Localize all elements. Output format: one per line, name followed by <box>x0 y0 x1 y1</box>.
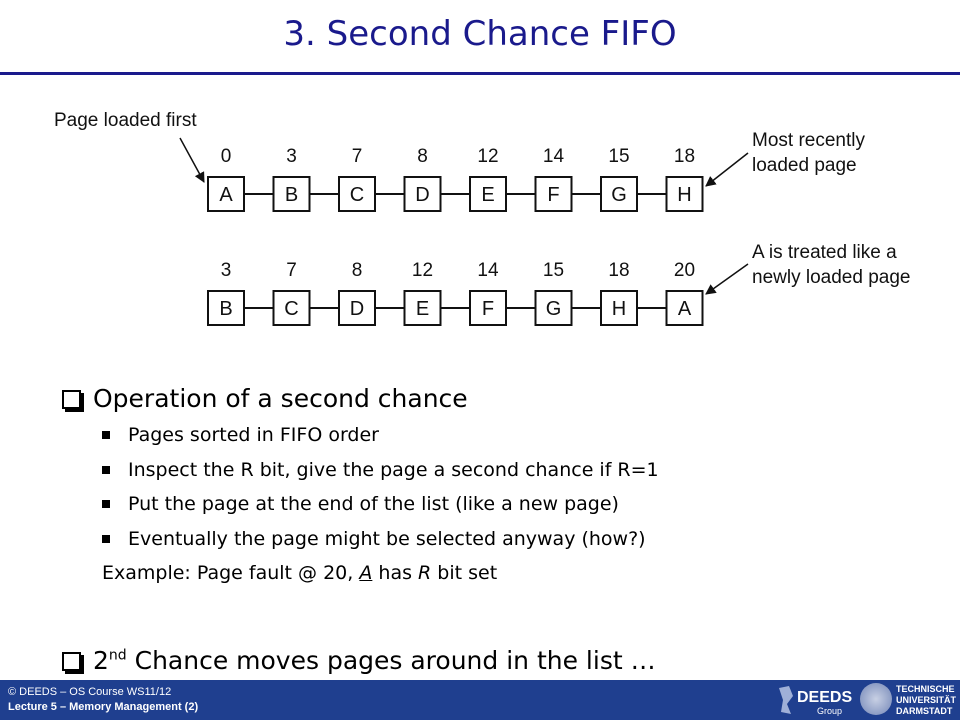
square-bullet-icon <box>102 465 110 474</box>
row1-load-time: 14 <box>543 146 565 167</box>
row2-load-time: 7 <box>286 260 297 281</box>
sub-bullet-3: Put the page at the end of the list (lik… <box>62 487 942 522</box>
label-page-loaded-first: Page loaded first <box>54 110 197 131</box>
row2-page-box <box>665 290 704 326</box>
row1-page-label: D <box>415 184 429 206</box>
row2-page-label: F <box>482 298 494 320</box>
tu-darmstadt-logo: TECHNISCHE UNIVERSITÄT DARMSTADT <box>896 684 957 716</box>
row1-load-time: 12 <box>477 146 498 167</box>
row2-load-time: 15 <box>543 260 564 281</box>
row1-page-label: B <box>285 184 298 206</box>
bullet-main-2-text: 2nd Chance moves pages around in the lis… <box>93 645 656 675</box>
row1-page-label: H <box>677 184 691 206</box>
row2-page-label: B <box>219 298 232 320</box>
row2-load-time: 18 <box>608 260 629 281</box>
fifo-row-before: 0A 3B 7C 8D 12E 14F 15G 18H <box>207 146 704 212</box>
row2-load-time: 14 <box>477 260 499 281</box>
checkbox-bullet-icon <box>62 651 81 671</box>
row2-load-time: 12 <box>412 260 433 281</box>
row1-load-time: 3 <box>286 146 297 167</box>
row1-load-time: 18 <box>674 146 695 167</box>
arrow-treated <box>705 263 749 295</box>
bullet-list: Operation of a second chance Pages sorte… <box>62 378 942 590</box>
row1-page-box <box>665 176 704 212</box>
square-bullet-icon <box>102 431 110 440</box>
footer-course: © DEEDS – OS Course WS11/12 <box>8 686 172 698</box>
sub-bullet-2: Inspect the R bit, give the page a secon… <box>62 453 942 488</box>
svg-text:DEEDS: DEEDS <box>797 689 852 706</box>
second-chance-diagram: Page loaded first Most recently loaded p… <box>54 110 910 326</box>
bullet-main-1: Operation of a second chance <box>62 378 942 418</box>
row2-page-box <box>338 290 376 326</box>
square-bullet-icon <box>102 500 110 509</box>
sub-bullet-1: Pages sorted in FIFO order <box>62 418 942 453</box>
row1-page-box <box>338 176 376 212</box>
row2-page-label: A <box>678 298 692 320</box>
fifo-row-after: 3B 7C 8D 12E 14F 15G 18H 20A <box>207 260 704 326</box>
checkbox-bullet-icon <box>62 389 81 409</box>
arrow-first <box>179 137 205 183</box>
row1-page-label: G <box>611 184 627 206</box>
row1-page-label: A <box>219 184 233 206</box>
sub-bullet-4: Eventually the page might be selected an… <box>62 522 942 557</box>
row1-page-label: F <box>547 184 559 206</box>
footer-lecture: Lecture 5 – Memory Management (2) <box>8 701 199 713</box>
slide-title: 3. Second Chance FIFO <box>283 14 677 54</box>
row1-page-box <box>207 176 245 212</box>
arrow-recent <box>705 152 749 187</box>
row2-page-label: G <box>546 298 562 320</box>
row2-page-label: C <box>284 298 298 320</box>
row2-page-label: H <box>612 298 626 320</box>
row2-load-time: 8 <box>352 260 363 281</box>
footer-credits: © DEEDS – OS Course WS11/12 Lecture 5 – … <box>8 685 198 715</box>
university-seal-icon <box>860 683 892 715</box>
row1-load-time: 8 <box>417 146 428 167</box>
row2-page-label: E <box>416 298 429 320</box>
row2-load-time: 20 <box>674 260 695 281</box>
bullet-main-1-text: Operation of a second chance <box>93 383 468 413</box>
label-treated-2: newly loaded page <box>752 267 910 288</box>
row2-page-box <box>469 290 507 326</box>
label-treated-1: A is treated like a <box>752 242 897 263</box>
row2-page-box <box>534 290 573 326</box>
footer-bar: © DEEDS – OS Course WS11/12 Lecture 5 – … <box>0 680 960 720</box>
label-most-recent-2: loaded page <box>752 155 857 176</box>
row1-page-box <box>403 176 442 212</box>
row1-load-time: 15 <box>608 146 629 167</box>
row1-load-time: 7 <box>352 146 363 167</box>
example-line: Example: Page fault @ 20, A has R bit se… <box>102 562 498 584</box>
row2-load-time: 3 <box>221 260 232 281</box>
square-bullet-icon <box>102 534 110 543</box>
svg-text:Group: Group <box>817 706 842 716</box>
deeds-logo-icon: DEEDS Group <box>779 686 852 716</box>
row2-page-label: D <box>350 298 364 320</box>
bullet-main-2: 2nd Chance moves pages around in the lis… <box>62 640 656 680</box>
row1-load-time: 0 <box>221 146 232 167</box>
title-divider <box>0 72 960 75</box>
row1-page-label: E <box>481 184 494 206</box>
row1-page-label: C <box>350 184 364 206</box>
label-most-recent-1: Most recently <box>752 130 865 151</box>
